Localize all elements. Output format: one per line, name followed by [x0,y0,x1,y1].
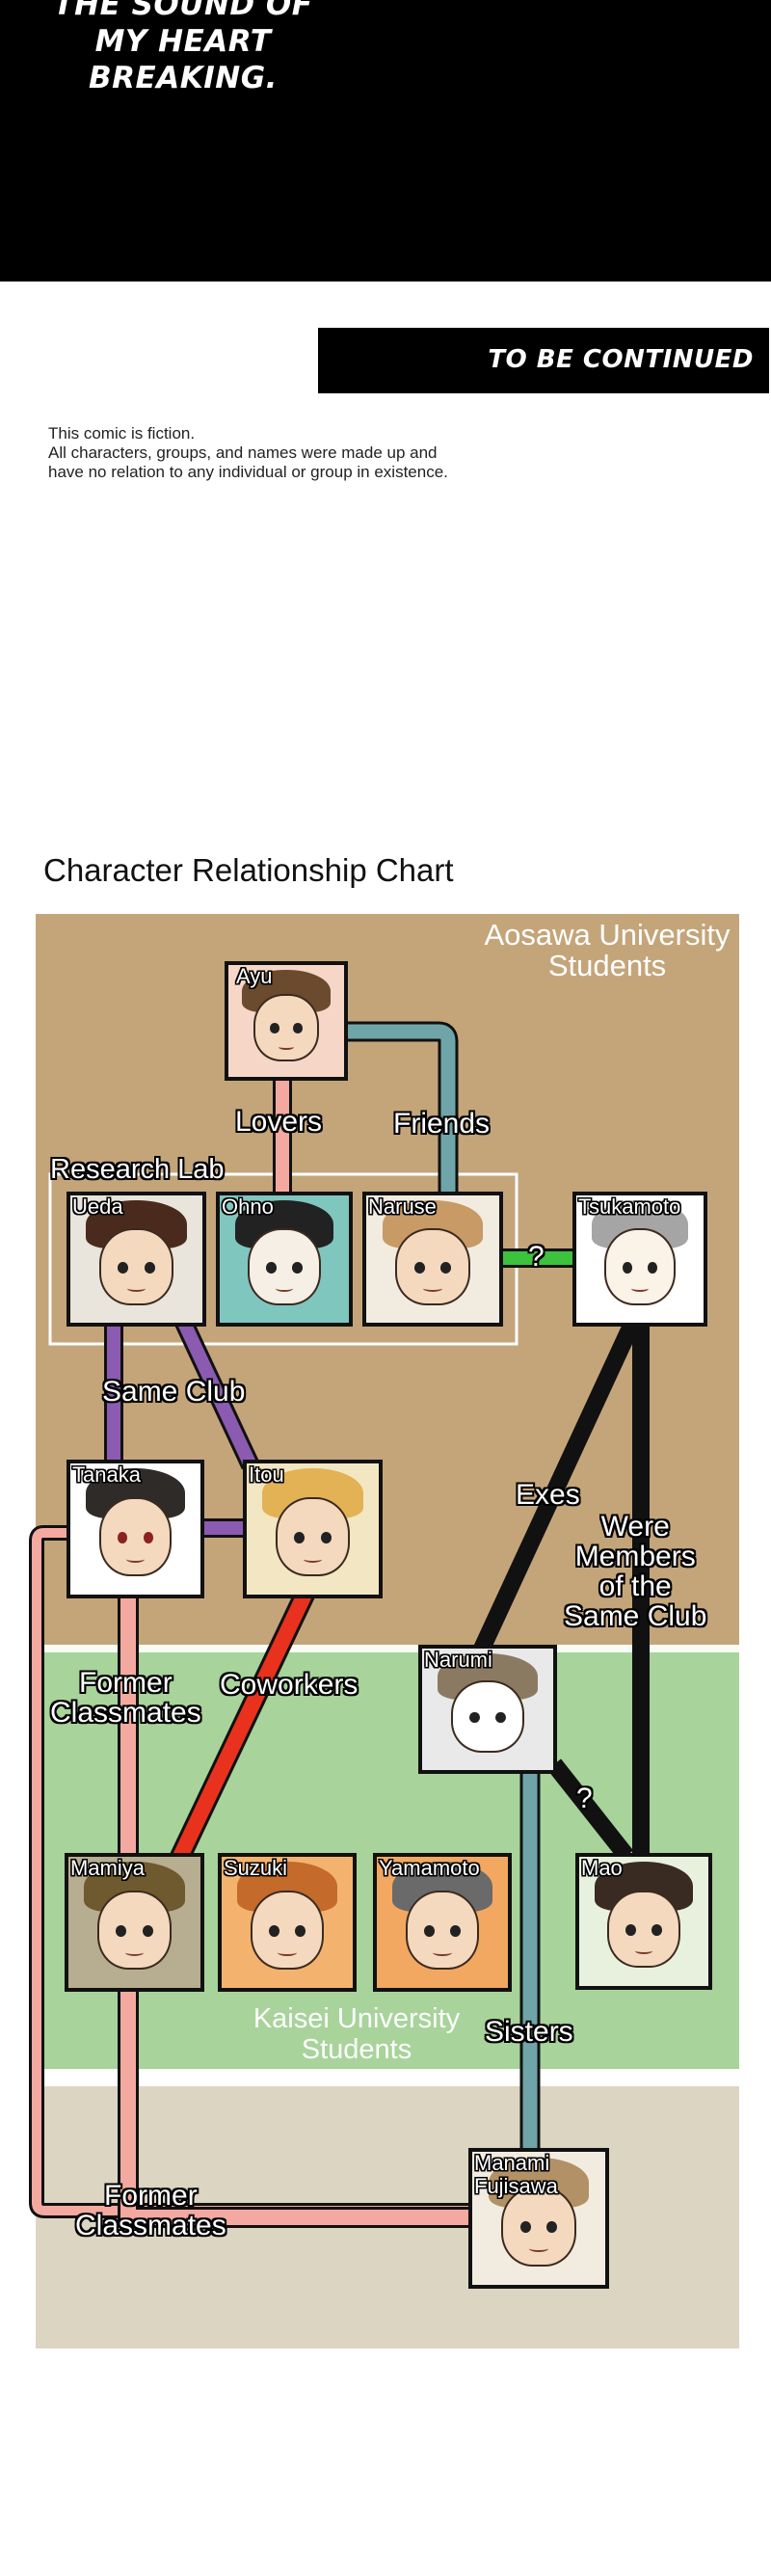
character-manami-fujisawa: Manami Fujisawa [468,2148,609,2289]
character-name-line: Fujisawa [474,2174,558,2198]
chart-title: Character Relationship Chart [43,852,454,888]
friends-label: Friends [393,1108,491,1140]
character-name: Mamiya [70,1856,146,1880]
relation-label-line: of the [598,1570,672,1602]
to-be-continued-label: TO BE CONTINUED [488,345,754,374]
caption-line: THE SOUND OF [53,0,313,22]
relation-label-line: Were [600,1511,670,1543]
character-yamamoto: Yamamoto [373,1853,512,1992]
research-lab-label: Research Lab [50,1154,225,1185]
sisters-label: Sisters [485,2016,573,2048]
character-name: Ueda [72,1194,123,1219]
group-label-line: Students [301,2034,412,2065]
coworkers-line-fill [171,1587,314,1865]
caption-line: MY HEART [94,24,272,59]
gap-strip [36,2069,739,2086]
kaisei-group-label: Kaisei University Students [212,2003,501,2065]
comic-panel-top: THE SOUND OF MY HEART BREAKING. [0,0,771,282]
group-label-line: Students [547,949,667,982]
character-name: Itou [249,1462,284,1487]
character-ohno: Ohno [216,1192,353,1327]
unknown-label-2: ? [576,1783,593,1814]
relation-label-line: Former [79,1667,173,1699]
same-club-line-fill [176,1318,257,1468]
character-name-line: Manami [474,2151,550,2175]
to-be-continued-banner: TO BE CONTINUED [318,328,769,393]
group-label-line: Aosawa University [484,918,731,952]
character-narumi: Narumi [418,1645,557,1774]
fiction-disclaimer: This comic is fiction. All characters, g… [48,424,448,482]
disclaimer-line: have no relation to any individual or gr… [48,463,448,481]
friends-line-fill [347,1024,456,1195]
character-suzuki: Suzuki [218,1853,357,1992]
relation-label-line: Members [574,1541,696,1572]
former-classmates-line-2-fill [32,1528,477,2215]
character-name: Ayu [236,964,273,988]
were-members-label: Were Members of the Same Club [564,1512,706,1631]
former-classmates-label-1: Former Classmates [50,1668,201,1728]
coworkers-label: Coworkers [220,1669,359,1701]
character-ueda: Ueda [66,1192,206,1327]
character-name: Manami Fujisawa [474,2152,558,2198]
exes-label: Exes [516,1479,580,1511]
lovers-label: Lovers [235,1106,323,1138]
character-name: Naruse [368,1194,437,1219]
character-name: Narumi [424,1648,492,1672]
character-tanaka: Tanaka [66,1460,204,1598]
kaisei-divider [36,1645,739,1652]
aosawa-group-label: Aosawa University Students [472,920,742,981]
character-name: Suzuki [224,1856,288,1880]
character-mamiya: Mamiya [65,1853,204,1992]
relation-label-line: Former [104,2180,198,2212]
character-name: Mao [581,1856,623,1880]
character-name: Tsukamoto [578,1194,681,1219]
character-name: Yamamoto [379,1856,480,1880]
character-itou: Itou [243,1460,383,1598]
relation-label-line: Classmates [75,2210,226,2241]
disclaimer-line: This comic is fiction. [48,424,196,443]
panel-caption: THE SOUND OF MY HEART BREAKING. [39,0,328,96]
character-tsukamoto: Tsukamoto [572,1192,707,1327]
character-ayu: Ayu [225,961,348,1081]
relation-label-line: Classmates [50,1697,201,1729]
group-label-line: Kaisei University [253,2003,461,2034]
former-classmates-label-2: Former Classmates [75,2181,226,2241]
character-name: Ohno [222,1194,274,1219]
character-naruse: Naruse [362,1192,503,1327]
disclaimer-line: All characters, groups, and names were m… [48,443,438,462]
exes-line [473,1322,640,1652]
relation-label-line: Same Club [564,1600,707,1632]
caption-line: BREAKING. [89,61,278,95]
unknown-line-2 [546,1758,634,1862]
unknown-label-1: ? [528,1241,545,1273]
character-name: Tanaka [72,1462,141,1487]
former-classmates-line-3-fill [120,1986,477,2225]
character-mao: Mao [575,1853,712,1990]
same-club-label: Same Club [102,1376,246,1408]
